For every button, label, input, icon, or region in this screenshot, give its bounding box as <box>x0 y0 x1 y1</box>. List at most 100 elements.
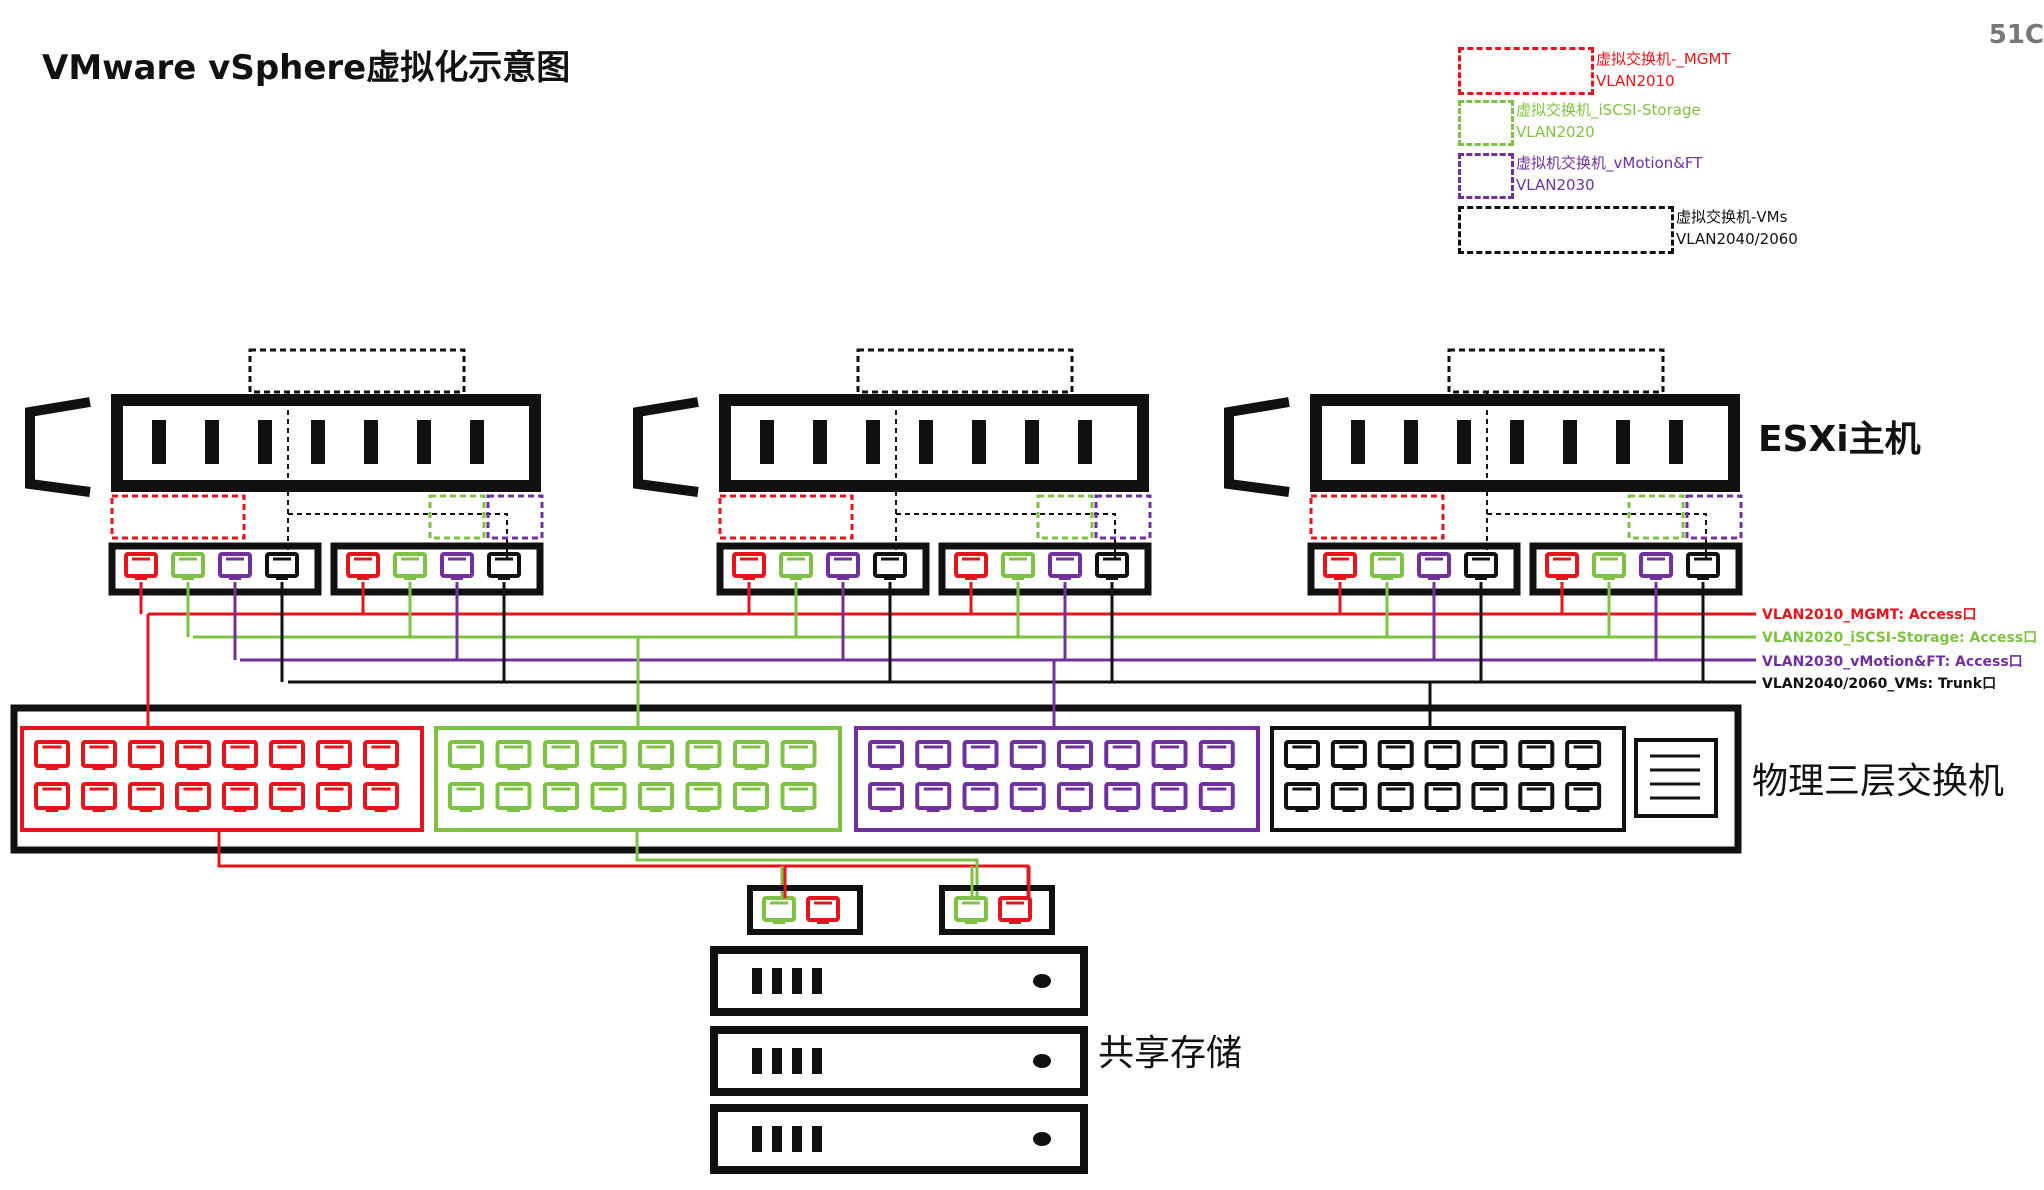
switch-port-2-1-1-tab <box>926 806 940 812</box>
esxi-host-3-chassis <box>1310 394 1740 492</box>
vlan-label-mgmt: VLAN2010_MGMT: Access口 <box>1762 607 1977 623</box>
esxi-host-1-nic-1-port-1-tab <box>404 574 416 580</box>
esxi-host-2-nic-0-port-0 <box>732 552 766 578</box>
esxi-host-3-nic-0-port-0 <box>1323 552 1357 578</box>
storage-shelf-0 <box>710 946 1088 1016</box>
esxi-host-3-nic-0-port-2-tab <box>1428 574 1440 580</box>
switch-chassis <box>10 704 1742 854</box>
switch-group-2 <box>854 726 1260 832</box>
switch-port-3-0-3-tab <box>1436 764 1449 770</box>
esxi-host-2-nic-1-port-2 <box>1048 552 1082 578</box>
legend-item-iscsi: 虚拟交换机_iSCSI-Storage VLAN2020 <box>1516 99 1701 143</box>
switch-group-3 <box>1270 726 1626 832</box>
esxi-host-1-nic-0-port-1-tab <box>182 574 194 580</box>
esxi-host-1-vm-switch <box>248 348 466 394</box>
switch-port-2-1-7-tab <box>1210 806 1224 812</box>
esxi-host-3-slot-2 <box>1457 420 1471 464</box>
storage-controller-0-port-iscsi-tab <box>773 918 785 924</box>
switch-port-0-0-0-tab <box>45 764 59 770</box>
esxi-host-2-slot-0 <box>760 420 774 464</box>
storage-controller-1-port-mgmt <box>998 896 1032 922</box>
switch-port-2-1-2-tab <box>974 806 987 812</box>
esxi-host-3-nic-1-port-2-tab <box>1650 574 1662 580</box>
esxi-host-1-vline2 <box>288 513 508 560</box>
esxi-host-2-vline2 <box>896 513 1116 560</box>
legend-item-vms: 虚拟交换机-VMs VLAN2040/2060 <box>1676 206 1798 250</box>
esxi-host-1-vswitch-mgmt <box>110 494 246 540</box>
page-number: 51C <box>1988 20 2044 50</box>
esxi-host-2-chassis <box>719 394 1149 492</box>
storage-shelf-0-bay-0 <box>752 968 762 994</box>
storage-controller-1 <box>939 885 1055 935</box>
esxi-host-1-slot-2 <box>258 420 272 464</box>
esxi-host-3-nic-1-port-1-tab <box>1603 574 1615 580</box>
esxi-host-3-nic-0 <box>1307 542 1521 596</box>
storage-controller-0-port-mgmt-tab <box>817 918 829 924</box>
switch-port-0-1-3-tab <box>186 806 200 812</box>
esxi-host-2-nic-1-port-2-tab <box>1059 574 1071 580</box>
switch-port-0-1-7-tab <box>374 806 388 812</box>
storage-shelf-1-bay-3 <box>812 1048 822 1074</box>
switch-port-1-0-1-tab <box>507 764 520 770</box>
switch-port-2-1-4-tab <box>1068 806 1082 812</box>
esxi-host-3-slot-1 <box>1404 420 1418 464</box>
esxi-host-2-slot-3 <box>919 420 933 464</box>
switch-port-1-0-4-tab <box>649 764 663 770</box>
storage-controller-1-port-iscsi-tab <box>965 918 977 924</box>
storage-shelf-2-bay-0 <box>752 1126 762 1152</box>
esxi-host-3-vm-switch <box>1447 348 1665 394</box>
switch-port-2-0-5-tab <box>1115 764 1129 770</box>
switch-port-3-1-4-tab <box>1483 806 1496 812</box>
storage-controller-0-port-iscsi <box>762 896 796 922</box>
esxi-host-3-vswitch-vmotion <box>1685 494 1743 540</box>
storage-controller-1-port-iscsi <box>954 896 988 922</box>
switch-port-1-0-0-tab <box>459 764 473 770</box>
legend-name-vmotion: 虚拟机交换机_vMotion&FT <box>1516 154 1703 172</box>
vlan-label-vmotion: VLAN2030_vMotion&FT: Access口 <box>1762 654 2023 670</box>
esxi-host-3-nic-0-port-1-tab <box>1381 574 1393 580</box>
esxi-host-1-nic-0-port-1 <box>171 552 205 578</box>
switch-port-0-1-0-tab <box>45 806 59 812</box>
legend-item-mgmt: 虚拟交换机-_MGMT VLAN2010 <box>1596 48 1731 92</box>
esxi-host-2-slot-6 <box>1078 420 1092 464</box>
switch-port-2-1-5-tab <box>1115 806 1129 812</box>
esxi-host-3-nic-1-port-3 <box>1686 552 1720 578</box>
esxi-host-3-vswitch-mgmt <box>1309 494 1445 540</box>
esxi-host-1-nic-1-port-0 <box>346 552 380 578</box>
esxi-host-3-slot-3 <box>1510 420 1524 464</box>
legend-name-vms: 虚拟交换机-VMs <box>1676 208 1788 226</box>
storage-shelf-2 <box>710 1104 1088 1174</box>
esxi-host-2-nic-1 <box>938 542 1152 596</box>
switch-port-2-1-0-tab <box>879 806 893 812</box>
storage-shelf-1-bay-0 <box>752 1048 762 1074</box>
esxi-host-2-vswitch-vmotion <box>1094 494 1152 540</box>
switch-port-1-1-6-tab <box>744 806 758 812</box>
legend-vlan-iscsi: VLAN2020 <box>1516 123 1595 141</box>
switch-port-3-0-5-tab <box>1529 764 1543 770</box>
storage-shelf-0-bay-3 <box>812 968 822 994</box>
esxi-host-1-bracket <box>25 397 91 497</box>
switch-port-2-0-3-tab <box>1021 764 1035 770</box>
legend-swatch-vmotion <box>1458 153 1514 199</box>
esxi-host-3-nic-1-port-0 <box>1545 552 1579 578</box>
switch-group-0 <box>20 726 424 832</box>
esxi-host-1-nic-1-port-2 <box>440 552 474 578</box>
legend-item-vmotion: 虚拟机交换机_vMotion&FT VLAN2030 <box>1516 152 1702 196</box>
esxi-host-3-nic-0-port-2 <box>1417 552 1451 578</box>
storage-shelf-2-bay-2 <box>792 1126 802 1152</box>
esxi-host-2-vswitch-mgmt <box>718 494 854 540</box>
storage-shelf-1-bay-2 <box>792 1048 802 1074</box>
esxi-host-2-slot-1 <box>813 420 827 464</box>
vlan-label-vms: VLAN2040/2060_VMs: Trunk口 <box>1762 676 1997 692</box>
esxi-host-3-nic-0-port-0-tab <box>1334 574 1346 580</box>
shared-storage-label: 共享存储 <box>1098 1033 1243 1074</box>
esxi-host-1-nic-1-port-2-tab <box>451 574 463 580</box>
esxi-host-2-vswitch-iscsi <box>1036 494 1094 540</box>
legend-swatch-mgmt <box>1458 47 1594 95</box>
switch-port-1-1-4-tab <box>649 806 663 812</box>
switch-port-2-1-6-tab <box>1163 806 1176 812</box>
esxi-host-1-nic-1-port-3-tab <box>498 574 510 580</box>
esxi-host-2-nic-0-port-1-tab <box>790 574 802 580</box>
esxi-host-1-nic-0 <box>108 542 322 596</box>
